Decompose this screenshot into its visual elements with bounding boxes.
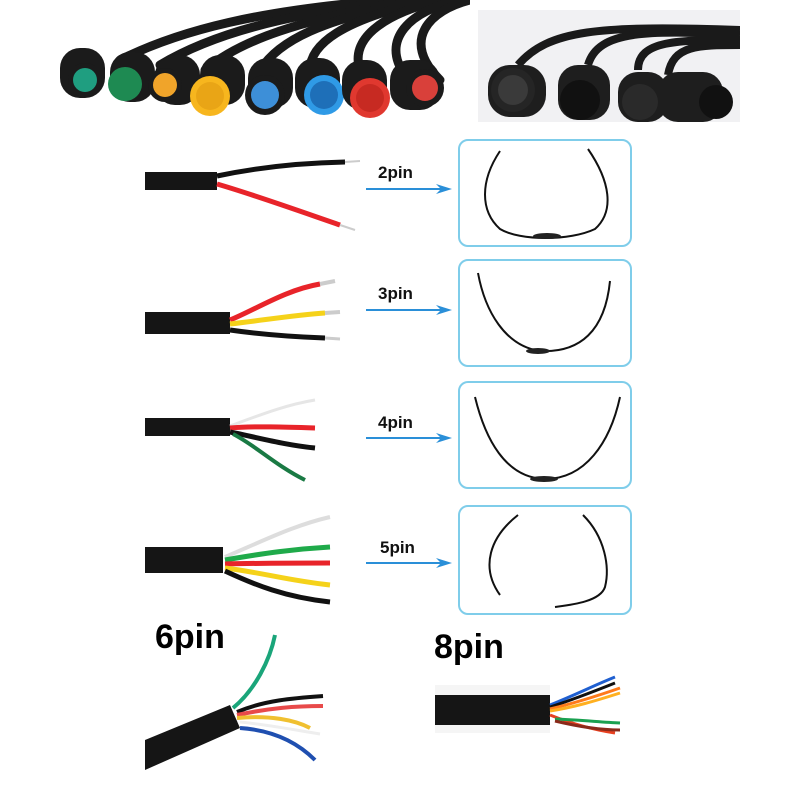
- cable-8pin-photo: [435, 675, 635, 755]
- cable-2pin-photo: [145, 150, 365, 240]
- label-4pin: 4pin: [378, 413, 413, 432]
- colored-connectors-photo: [60, 0, 470, 130]
- label-6pin: 6pin: [155, 618, 225, 656]
- arrow-2pin: [366, 184, 452, 194]
- cable-3pin-photo: [145, 270, 365, 360]
- cable-4pin-photo: [145, 390, 365, 490]
- black-connectors-photo: [478, 10, 740, 122]
- label-2pin: 2pin: [378, 163, 413, 182]
- arrow-5pin: [366, 558, 452, 568]
- arrow-3pin: [366, 305, 452, 315]
- label-3pin: 3pin: [378, 284, 413, 303]
- cable-6pin-photo: [145, 630, 345, 790]
- cable-5pin-photo: [145, 505, 365, 610]
- connector-plugs: [60, 48, 444, 118]
- result-box-4pin: [458, 381, 632, 489]
- arrow-4pin: [366, 433, 452, 443]
- label-5pin: 5pin: [380, 538, 415, 557]
- result-box-5pin: [458, 505, 632, 615]
- result-box-3pin: [458, 259, 632, 367]
- label-8pin: 8pin: [434, 628, 504, 666]
- result-box-2pin: [458, 139, 632, 247]
